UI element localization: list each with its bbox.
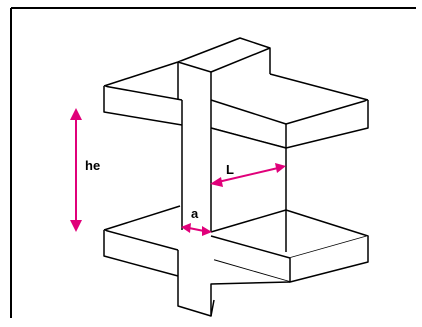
image-frame	[10, 7, 416, 318]
cross-wall-structure	[103, 37, 369, 317]
top-wall-ridge	[177, 37, 271, 128]
thickness-label: a	[191, 206, 199, 221]
height-dimension	[70, 108, 82, 232]
bottom-slab	[103, 205, 369, 317]
height-label: he	[85, 158, 100, 173]
length-dimension	[210, 163, 286, 187]
length-label: L	[226, 162, 234, 177]
thickness-dimension	[181, 223, 212, 236]
